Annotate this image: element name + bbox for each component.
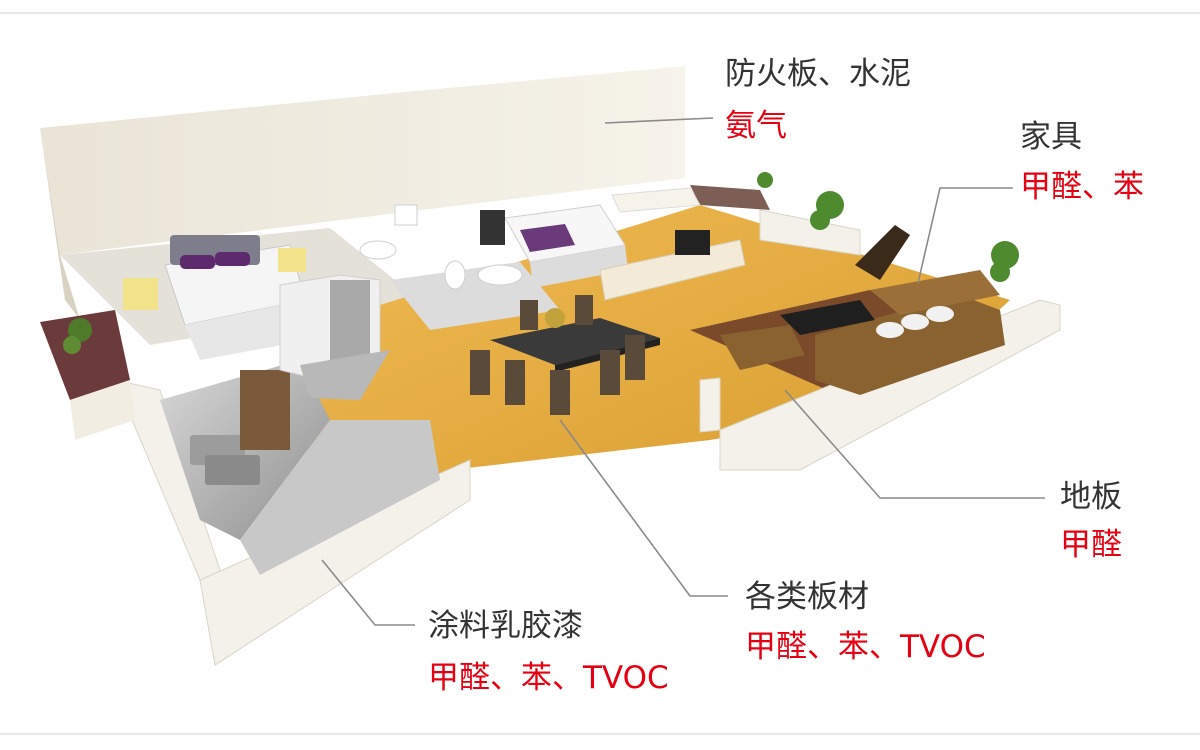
- dining-set: [470, 295, 660, 415]
- furniture-source-label: 家具: [1020, 119, 1082, 155]
- plants: [757, 172, 1019, 282]
- sofa-set: [720, 225, 1005, 395]
- balcony: [611, 185, 770, 213]
- walls-annotation: 防火板、水泥 氨气: [725, 55, 911, 145]
- paint-annotation: 涂料乳胶漆 甲醛、苯、TVOC: [428, 607, 669, 697]
- tv-console: [480, 210, 746, 301]
- furniture-annotation: 家具 甲醛、苯: [1020, 118, 1144, 206]
- floor-source-label: 地板: [1060, 479, 1122, 515]
- leader-floor: [784, 389, 1045, 499]
- furniture-pollutant-label: 甲醛、苯: [1020, 169, 1144, 205]
- boards-source-label: 各类板材: [745, 579, 869, 615]
- walls-pollutant-label: 氨气: [725, 108, 787, 144]
- boards-pollutant-label: 甲醛、苯、TVOC: [745, 629, 986, 665]
- leader-walls: [604, 117, 714, 124]
- bathroom-fixtures: [359, 204, 523, 290]
- leader-paint: [321, 559, 415, 626]
- back-wall: [40, 66, 685, 320]
- paint-source-label: 涂料乳胶漆: [428, 608, 583, 644]
- paint-pollutant-label: 甲醛、苯、TVOC: [428, 660, 669, 696]
- bed-right: [504, 204, 628, 288]
- leader-furniture: [917, 187, 1013, 284]
- planter-left: [40, 310, 135, 440]
- floor-pollutant-label: 甲醛: [1060, 527, 1122, 563]
- bottom-divider: [0, 733, 1200, 735]
- floor-annotation: 地板 甲醛: [1060, 478, 1122, 564]
- boards-annotation: 各类板材 甲醛、苯、TVOC: [745, 578, 986, 666]
- kitchen-counter: [160, 274, 440, 575]
- top-divider: [0, 12, 1200, 14]
- walls-source-label: 防火板、水泥: [725, 56, 911, 92]
- leader-boards: [559, 419, 728, 597]
- bed-left: [123, 235, 310, 360]
